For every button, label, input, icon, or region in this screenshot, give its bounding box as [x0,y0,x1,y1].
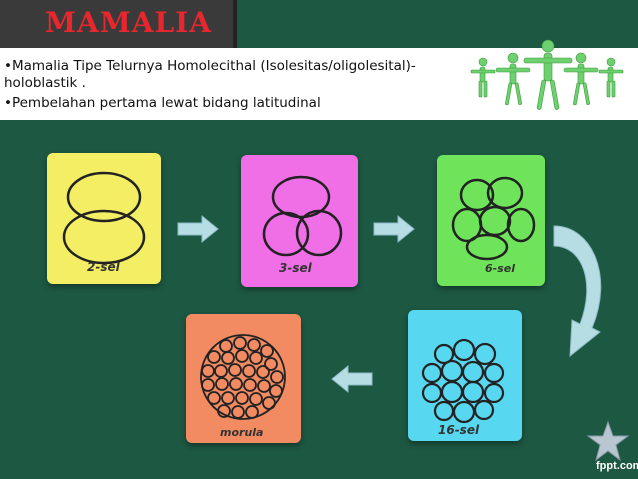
stage-label: morula [220,426,264,439]
slide-title: MAMALIA [45,6,212,39]
stage-card-6-sel: 6-sel [437,155,545,286]
stage-label: 3-sel [279,261,312,275]
six-cell-embryo-icon [451,176,536,261]
stage-card-2-sel: 2-sel [47,153,161,284]
sixteen-cell-embryo-icon [421,338,505,424]
arrow-left-icon [331,364,373,394]
watermark: fppt.com [596,460,638,472]
stage-label: 2-sel [87,260,120,274]
bullet-2: •Pembelahan pertama lewat bidang latitud… [4,95,321,111]
stage-label: 6-sel [485,262,515,275]
stage-card-3-sel: 3-sel [241,155,358,287]
people-illustration-icon [470,39,624,110]
stage-label: 16-sel [438,423,480,437]
stage-card-morula: morula [186,314,301,443]
arrow-right-icon [177,214,219,244]
curved-arrow-icon [553,225,602,358]
two-cell-embryo-icon [62,171,146,265]
bullet-1: •Mamalia Tipe Telurnya Homolecithal (Iso… [4,58,416,91]
arrow-right-icon [373,214,415,244]
morula-embryo-icon [200,334,286,420]
title-bar: MAMALIA [0,0,237,48]
stage-card-16-sel: 16-sel [408,310,522,441]
three-cell-embryo-icon [262,175,343,257]
star-icon [586,420,630,462]
